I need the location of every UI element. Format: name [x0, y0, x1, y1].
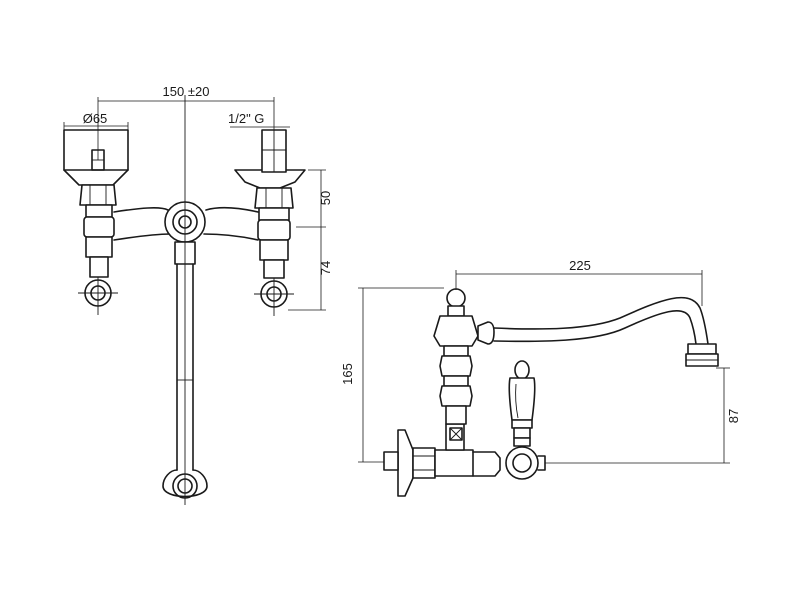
spacing-label: 150 ±20	[163, 84, 210, 99]
spout-reach-label: 225	[569, 258, 591, 273]
total-height-label: 165	[340, 363, 355, 385]
rosette-diameter-label: Ø65	[83, 111, 108, 126]
side-view: 225 165 87	[340, 258, 741, 497]
side-handle	[505, 360, 546, 480]
side-pillar	[433, 288, 479, 425]
swan-neck-spout	[477, 296, 719, 367]
side-fitting	[412, 423, 501, 479]
valve-height-label: 50	[318, 191, 333, 205]
thread-label: 1/2" G	[228, 111, 264, 126]
dimension-rosette-diameter: Ø65	[63, 111, 129, 130]
dimension-thread: 1/2" G	[228, 111, 290, 128]
right-valve	[254, 187, 294, 316]
dimension-spout-reach: 225	[455, 258, 703, 306]
offset-height-label: 74	[318, 261, 333, 275]
spout-height-label: 87	[726, 409, 741, 423]
dimension-total-height: 165	[340, 287, 444, 463]
left-rosette	[63, 129, 129, 186]
dimension-vertical-right: 50 74	[288, 169, 333, 311]
cross-bar	[113, 207, 259, 241]
left-valve	[78, 184, 118, 315]
dimension-spout-height: 87	[545, 367, 741, 464]
front-view: 150 ±20 Ø65 1/2" G 50 74	[63, 84, 333, 505]
side-wall-flange	[383, 429, 414, 497]
right-rosette	[234, 129, 306, 189]
dimension-spacing: 150 ±20	[97, 84, 275, 160]
